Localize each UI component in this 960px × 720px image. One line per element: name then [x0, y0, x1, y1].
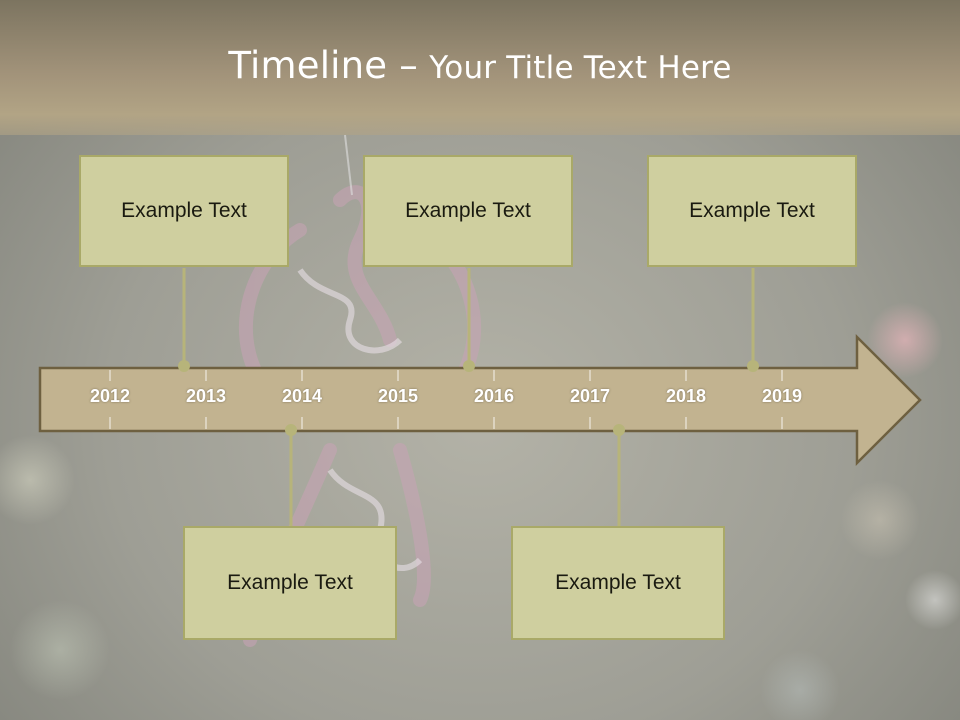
event-card-label: Example Text [689, 199, 815, 222]
event-card-label: Example Text [405, 199, 531, 222]
year-label-2015: 2015 [377, 386, 419, 406]
slide-title[interactable]: Timeline – Your Title Text Here [0, 44, 960, 90]
event-card-label: Example Text [121, 199, 247, 222]
event-card-label: Example Text [227, 571, 353, 594]
event-card-above-1[interactable]: Example Text [79, 155, 289, 267]
event-card-above-2[interactable]: Example Text [363, 155, 573, 267]
timeline-arrow [38, 333, 922, 467]
year-label-2016: 2016 [473, 386, 515, 406]
year-label-2017: 2017 [569, 386, 611, 406]
slide-title-lead: Timeline – [228, 44, 418, 87]
event-card-label: Example Text [555, 571, 681, 594]
slide-title-rest: Your Title Text Here [429, 50, 732, 86]
title-bar [0, 0, 960, 135]
year-label-2012: 2012 [89, 386, 131, 406]
year-label-2013: 2013 [185, 386, 227, 406]
year-label-2019: 2019 [761, 386, 803, 406]
event-card-below-1[interactable]: Example Text [183, 526, 397, 640]
year-label-2018: 2018 [665, 386, 707, 406]
event-card-below-2[interactable]: Example Text [511, 526, 725, 640]
year-label-2014: 2014 [281, 386, 323, 406]
event-card-above-3[interactable]: Example Text [647, 155, 857, 267]
